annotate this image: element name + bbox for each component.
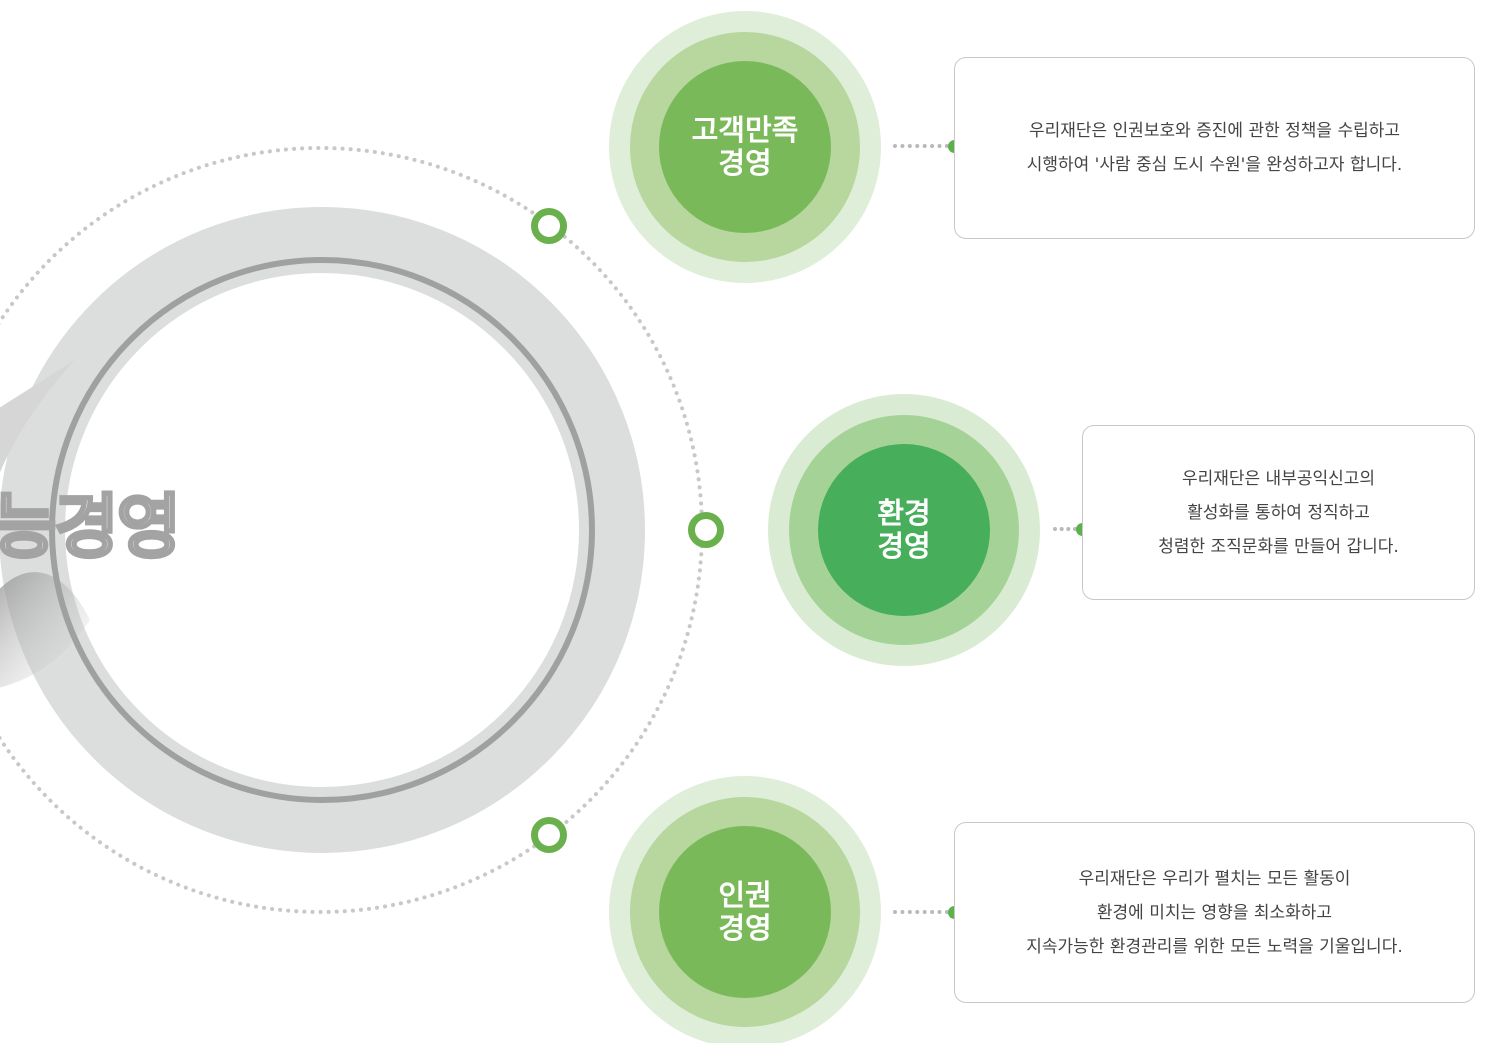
description-line: 우리재단은 내부공익신고의 (1181, 468, 1376, 489)
item-title-line: 인권 (718, 878, 772, 912)
description-line: 활성화를 통하여 정직하고 (1187, 502, 1370, 523)
big-title: 능경영 (0, 486, 183, 568)
item-circle-core: 환경 경영 (818, 444, 990, 616)
item-circle-core: 인권 경영 (659, 826, 831, 998)
item-circle-core: 고객만족 경영 (659, 61, 831, 233)
orbit-node-middle (688, 512, 724, 548)
description-line: 지속가능한 환경관리를 위한 모든 노력을 기울입니다. (1026, 936, 1403, 957)
description-box-customer: 우리재단은 인권보호와 증진에 관한 정책을 수립하고 시행하여 '사람 중심 … (954, 57, 1475, 239)
description-line: 환경에 미치는 영향을 최소화하고 (1096, 902, 1333, 923)
description-line: 우리재단은 인권보호와 증진에 관한 정책을 수립하고 (1028, 121, 1401, 141)
description-box-environment: 우리재단은 내부공익신고의 활성화를 통하여 정직하고 청렴한 조직문화를 만들… (1082, 425, 1475, 600)
item-title-line: 경영 (718, 911, 772, 945)
item-title-line: 경영 (718, 146, 772, 180)
loop-crossing-shadow (0, 572, 90, 688)
description-line: 시행하여 '사람 중심 도시 수원'을 완성하고자 합니다. (1026, 155, 1403, 175)
item-title-line: 경영 (877, 529, 931, 563)
connector-dots-customer (893, 144, 949, 148)
item-circle-environment: 환경 경영 (768, 394, 1040, 666)
description-box-human-rights: 우리재단은 우리가 펼치는 모든 활동이 환경에 미치는 영향을 최소화하고 지… (954, 822, 1475, 1003)
item-circle-human-rights: 인권 경영 (609, 776, 881, 1043)
description-line: 청렴한 조직문화를 만들어 갑니다. (1158, 536, 1399, 557)
item-title-line: 환경 (877, 496, 931, 530)
orbit-node-bottom (531, 817, 567, 853)
orbit-node-top (531, 208, 567, 244)
connector-dots-human-rights (893, 910, 949, 914)
inner-gray-line (49, 257, 595, 803)
connector-dots-environment (1053, 527, 1077, 531)
item-circle-customer: 고객만족 경영 (609, 11, 881, 283)
gray-ring-band (0, 207, 645, 853)
item-title-line: 고객만족 (691, 113, 799, 147)
description-line: 우리재단은 우리가 펼치는 모든 활동이 (1078, 868, 1351, 889)
gray-loop-tail (0, 360, 75, 473)
